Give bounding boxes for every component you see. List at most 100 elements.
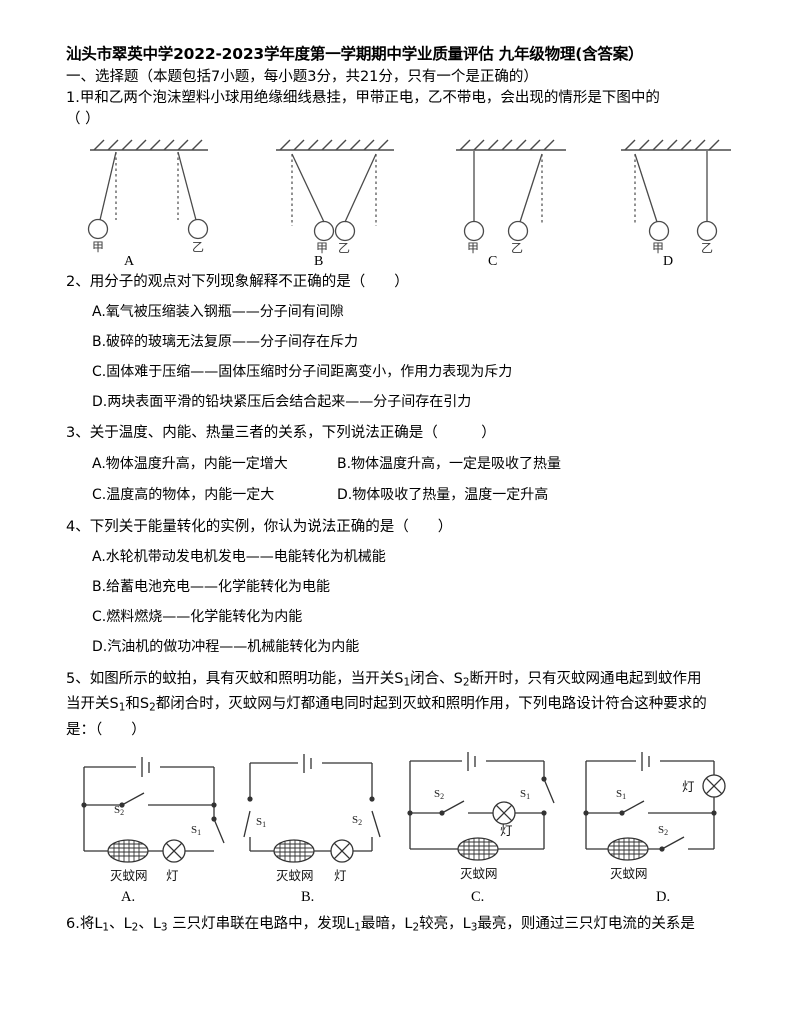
component-label-net: 灭蚊网 — [110, 868, 148, 883]
q5-l2-sub1: 1 — [118, 701, 126, 714]
question-5-figure: S2 S1 灭蚊网 灯 — [66, 749, 746, 889]
pendulum-panel-d: 甲 乙 D — [611, 134, 771, 272]
switch-label-s2: S2 — [114, 804, 124, 817]
q6-p5: 最暗，L — [360, 915, 413, 932]
pendulum-diagram-a: 甲 乙 — [87, 139, 209, 254]
q6-s3: 3 — [160, 920, 168, 933]
choice-label-b: B — [314, 254, 324, 269]
circuit-diagram-c: S2 S1 灯 灭蚊网 — [407, 751, 555, 881]
circuit-choice-labels: A. B. C. D. — [66, 889, 746, 911]
choice-label-d: D — [663, 254, 674, 269]
question-2-option-c: C.固体难于压缩——固体压缩时分子间距离变小，作用力表现为斥力 — [92, 364, 513, 380]
question-4-option-b: B.给蓄电池充电——化学能转化为电能 — [92, 579, 331, 595]
component-label-lamp: 灯 — [500, 823, 513, 838]
question-3-options-row-1: A.物体温度升高，内能一定增大 B.物体温度升高，一定是吸收了热量 — [66, 454, 746, 475]
question-5-stem-line1: 5、如图所示的蚊拍，具有灭蚊和照明功能，当开关S1闭合、S2断开时，只有灭蚊网通… — [66, 668, 746, 693]
lamp-icon — [702, 773, 726, 798]
question-2-option-b: B.破碎的玻璃无法复原——分子间存在斥力 — [92, 334, 359, 350]
switch-label-s1: S1 — [191, 824, 201, 837]
q6-s4: 1 — [354, 920, 361, 933]
circuit-label-a: A. — [121, 888, 136, 905]
question-3-options-row-2: C.温度高的物体，内能一定大 D.物体吸收了热量，温度一定升高 — [66, 485, 746, 506]
page-content-column: 汕头市翠英中学2022-2023学年度第一学期期中学业质量评估 九年级物理(含答… — [66, 44, 746, 938]
component-label-lamp: 灯 — [334, 868, 347, 883]
pendulum-panel-c: 甲 乙 C — [446, 134, 606, 272]
component-label-net: 灭蚊网 — [460, 866, 498, 881]
circuit-panel-c: S2 S1 灯 灭蚊网 — [396, 749, 571, 892]
pendulum-panel-a: 甲 乙 A — [80, 134, 240, 272]
choice-label-a: A — [124, 254, 135, 269]
q6-p1: 6.将L — [66, 915, 103, 932]
circuit-label-b: B. — [301, 888, 315, 905]
switch-label-s1: S1 — [616, 788, 626, 801]
lamp-icon — [330, 838, 354, 863]
circuit-diagram-b: S1 S2 灭蚊网 灯 — [243, 753, 381, 883]
question-6-stem: 6.将L1、L2、L3 三只灯串联在电路中，发现L1最暗，L2较亮，L3最亮，则… — [66, 913, 746, 938]
ball-label-jia: 甲 — [652, 241, 664, 254]
component-label-net: 灭蚊网 — [276, 868, 314, 883]
q5-l2-part1: 当开关S — [66, 696, 119, 713]
q6-s6: 3 — [470, 920, 478, 933]
q6-s1: 1 — [102, 920, 110, 933]
question-2-option-a: A.氧气被压缩装入钢瓶——分子间有间隙 — [92, 304, 344, 320]
pendulum-diagram-d: 甲 乙 — [621, 139, 731, 254]
q6-p3: 、L — [138, 915, 161, 932]
switch-label-s2: S2 — [352, 814, 362, 827]
circuit-diagram-a: S2 S1 灭蚊网 灯 — [81, 756, 225, 883]
pendulum-panel-b: 甲 乙 B — [266, 134, 426, 272]
circuit-diagram-d: S1 S2 灯 灭蚊网 — [583, 751, 726, 881]
mosquito-net-icon — [107, 838, 149, 863]
switch-label-s1: S1 — [256, 816, 266, 829]
q6-p6: 较亮，L — [419, 915, 471, 932]
circuit-panel-a: S2 S1 灭蚊网 灯 — [74, 749, 236, 892]
q6-p4: 三只灯串联在电路中，发现L — [167, 915, 355, 932]
ball-label-jia: 甲 — [92, 240, 104, 254]
q5-l1-part2: 闭合、S — [410, 671, 463, 687]
question-2-stem: 2、用分子的观点对下列现象解释不正确的是（ ） — [66, 274, 409, 290]
component-label-lamp: 灯 — [682, 779, 695, 794]
question-4-option-a: A.水轮机带动发电机发电——电能转化为机械能 — [92, 549, 386, 565]
ball-label-yi: 乙 — [338, 241, 350, 254]
q5-l1-part3: 断开时，只有灭蚊网通电起到蚊作用 — [469, 671, 702, 687]
question-3-stem: 3、关于温度、内能、热量三者的关系，下列说法正确是（ ） — [66, 425, 496, 441]
question-1-stem-line2: （ ） — [66, 111, 100, 127]
switch-label-s2: S2 — [658, 824, 668, 837]
circuit-panel-d: S1 S2 灯 灭蚊网 — [574, 749, 749, 892]
question-4-option-c: C.燃料燃烧——化学能转化为内能 — [92, 609, 303, 625]
ball-label-jia: 甲 — [316, 241, 328, 254]
q6-s5: 2 — [412, 920, 420, 933]
question-4-stem: 4、下列关于能量转化的实例，你认为说法正确的是（ ） — [66, 519, 453, 535]
q5-l1-sub1: 1 — [403, 676, 411, 689]
mosquito-net-icon — [273, 838, 315, 863]
component-label-lamp: 灯 — [166, 868, 179, 883]
question-3-option-b: B.物体温度升高，一定是吸收了热量 — [337, 456, 562, 472]
question-1-figure: 甲 乙 A — [66, 134, 746, 272]
pendulum-diagram-c: 甲 乙 — [456, 139, 566, 254]
page-title: 汕头市翠英中学2022-2023学年度第一学期期中学业质量评估 九年级物理(含答… — [66, 45, 644, 63]
ball-label-yi: 乙 — [192, 240, 204, 254]
question-5-stem-line2: 当开关S1和S2都闭合时，灭蚊网与灯都通电同时起到灭蚊和照明作用，下列电路设计符… — [66, 693, 746, 718]
circuit-label-d: D. — [656, 888, 671, 905]
question-4-option-d: D.汽油机的做功冲程——机械能转化为内能 — [92, 639, 360, 655]
circuit-label-c: C. — [471, 888, 485, 905]
q6-p2: 、L — [109, 915, 132, 932]
question-1-stem-line1: 1.甲和乙两个泡沫塑料小球用绝缘细线悬挂，甲带正电，乙不带电，会出现的情形是下图… — [66, 90, 660, 106]
ball-label-jia: 甲 — [467, 241, 479, 254]
section-heading: 一、选择题（本题包括7小题，每小题3分，共21分，只有一个是正确的） — [66, 69, 538, 85]
mosquito-net-icon — [457, 836, 499, 861]
pendulum-diagram-b: 甲 乙 — [276, 139, 394, 254]
q5-l1-part1: 5、如图所示的蚊拍，具有灭蚊和照明功能，当开关S — [66, 671, 404, 687]
switch-label-s1: S1 — [520, 788, 530, 801]
q5-l2-sub2: 2 — [149, 701, 156, 714]
question-3-option-d: D.物体吸收了热量，温度一定升高 — [337, 487, 549, 503]
component-label-net: 灭蚊网 — [610, 866, 648, 881]
q5-l2-part3: 都闭合时，灭蚊网与灯都通电同时起到灭蚊和照明作用，下列电路设计符合这种要求的 — [155, 696, 707, 713]
question-3-option-c: C.温度高的物体，内能一定大 — [92, 487, 275, 503]
lamp-icon — [162, 838, 186, 863]
question-2-option-d: D.两块表面平滑的铅块紧压后会结合起来——分子间存在引力 — [92, 394, 472, 410]
switch-label-s2: S2 — [434, 788, 444, 801]
q5-l1-sub2: 2 — [462, 676, 470, 689]
mosquito-net-icon — [607, 836, 649, 861]
ball-label-yi: 乙 — [511, 241, 523, 254]
